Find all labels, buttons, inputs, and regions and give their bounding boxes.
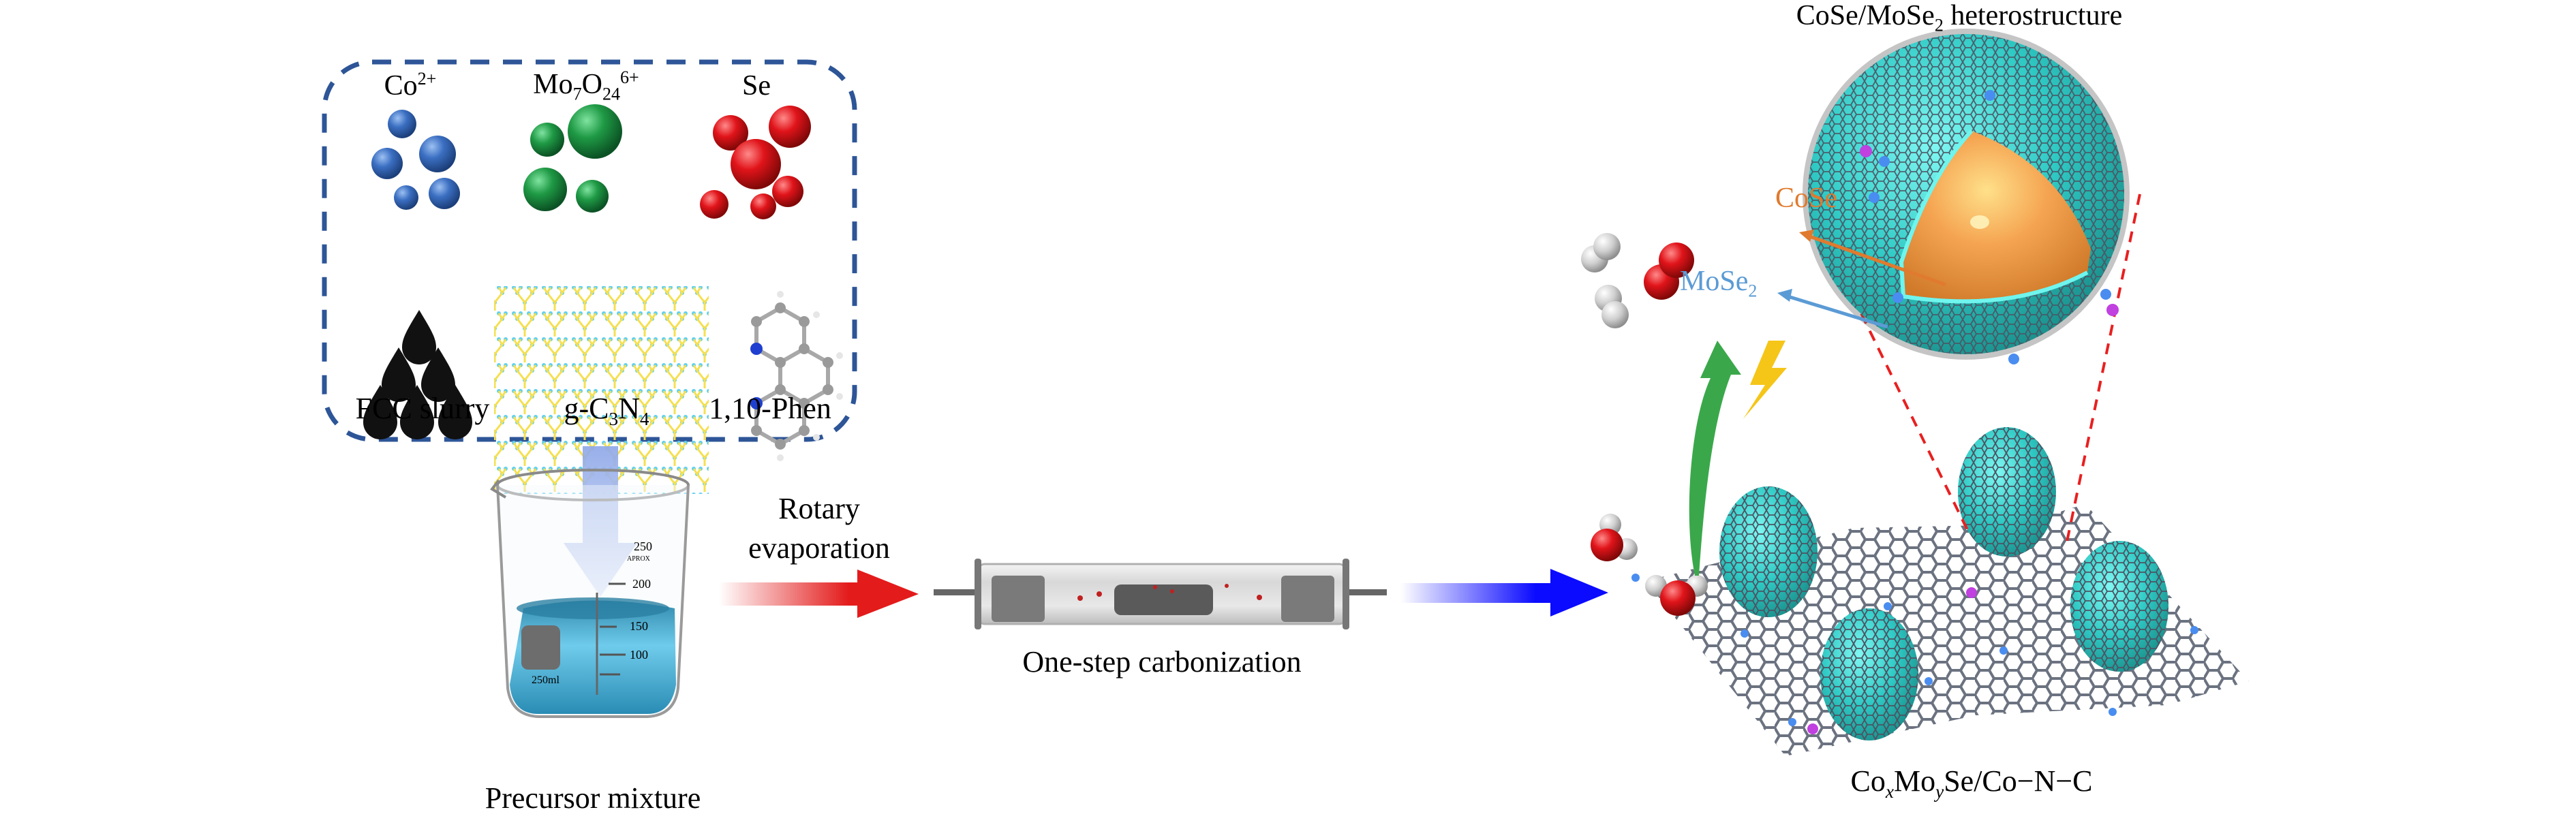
nanosphere [1820,608,1918,740]
h2-molecule [1581,233,1621,272]
selenium-spheres [700,106,811,219]
nanosphere [1719,486,1818,617]
h2-molecule [1595,285,1629,328]
beaker-mark-250: 250 [634,540,652,553]
h2o-molecule [1591,514,1638,561]
beaker-mark-200: 200 [632,577,651,591]
gas-evolution-arrow [1689,341,1741,576]
label-rotary-evaporation: Rotary evaporation [748,492,890,565]
cose-pointer-arrow [1799,230,1946,287]
cose-mose2-heterostructure [1777,29,2130,364]
beaker-mark-150: 150 [630,619,648,633]
zoom-indicator-lines [1826,193,2141,542]
label-product: CoxMoySe/Co−N−C [1850,764,2093,802]
fcc-slurry-droplets-icon [363,310,472,439]
label-selenium: Se [742,70,771,102]
label-phenanthroline: 1,10-Phen [709,392,831,425]
beaker-mark-250ml: 250ml [532,674,559,686]
label-molybdate-ion: Mo7O246+ [533,67,639,104]
label-co-ion: Co2+ [384,69,437,102]
beaker-icon: 250 APROX 200 150 100 250ml [490,469,690,718]
label-heterostructure-title: CoSe/MoSe2 heterostructure [1796,0,2123,35]
cose-core [1901,131,2091,302]
o2-molecule [1644,243,1694,300]
label-precursor-mixture: Precursor mixture [485,781,701,815]
h2o-molecule [1645,575,1708,616]
label-g-c3n4: g-C3N4 [564,392,649,429]
label-fcc-slurry: FCC slurry [355,392,490,425]
rotary-evaporation-arrow [719,569,919,618]
label-one-step-carbonization: One-step carbonization [1022,645,1302,678]
label-mose2-shell: MoSe2 [1680,266,1758,301]
reaction-molecules [1581,233,1708,616]
co-ion-spheres [371,110,460,210]
lightning-bolt-icon [1743,341,1787,419]
mixing-arrow-down [564,446,637,597]
beaker-mark-aprox: APROX [627,555,651,563]
carbonization-arrow [1400,569,1608,617]
molybdate-spheres [523,104,622,213]
mose2-pointer-arrow [1777,289,1888,329]
coxmoyse-nanospheres [1719,427,2168,740]
label-cose-core: CoSe [1775,183,1838,214]
tube-furnace-icon [934,559,1387,629]
nanosphere [1958,427,2056,557]
phenanthroline-molecule-icon [750,291,843,461]
nanosphere [2070,541,2168,672]
beaker-mark-100: 100 [630,648,648,661]
